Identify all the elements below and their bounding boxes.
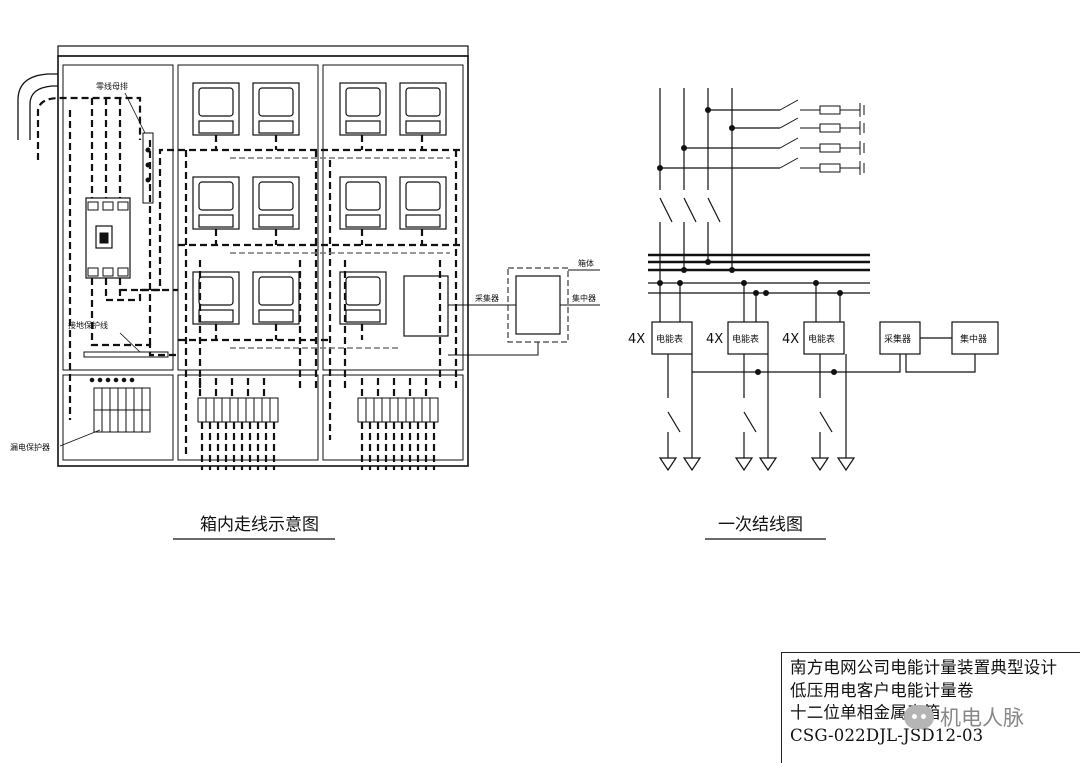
label-collector: 采集器 <box>475 293 499 303</box>
wiring-diagram: 零线母排 接地保护线 漏电保护器 采集器 箱体 集中器 箱内走线示意图 <box>10 45 600 540</box>
label-ground-wire: 接地保护线 <box>68 320 108 330</box>
ground-bar <box>83 351 169 358</box>
chat-bubble-icon <box>904 705 934 729</box>
box-outline <box>57 55 469 467</box>
meter-box-2 <box>727 321 769 355</box>
meters <box>192 82 447 325</box>
left-diagram-title: 箱内走线示意图 <box>200 515 319 535</box>
title-line-4: CSG-022DJL-JSD12-03 <box>790 725 984 745</box>
label-neutral-bar: 零线母排 <box>96 81 128 91</box>
title-line-3: 十二位单相金属表箱 <box>790 703 941 722</box>
watermark: 机电人脉 <box>904 700 1064 734</box>
main-breaker <box>85 197 131 279</box>
leakage-breakers <box>93 387 151 433</box>
load-arrows <box>658 457 856 472</box>
meter-label-2: 电能表 <box>732 333 759 345</box>
meter-prefix-3: 4X <box>782 332 799 347</box>
collector-label: 采集器 <box>884 333 911 345</box>
box-lid <box>57 45 469 57</box>
watermark-text: 机电人脉 <box>940 706 1024 730</box>
collector-module <box>403 275 449 337</box>
label-concentrator: 集中器 <box>572 293 596 303</box>
meter-prefix-1: 4X <box>628 332 645 347</box>
meter-box-3 <box>803 321 845 355</box>
label-box-body: 箱体 <box>578 258 594 268</box>
meter-box-1 <box>651 321 693 355</box>
single-line-diagram: 4X 4X 4X 电能表 电能表 电能表 采集器 集中器 一次结线图 <box>628 88 999 540</box>
title-line-2: 低压用电客户电能计量卷 <box>790 680 974 700</box>
title-line-1: 南方电网公司电能计量装置典型设计 <box>790 658 1058 677</box>
incoming-cable <box>17 73 58 140</box>
meter-prefix-2: 4X <box>706 332 723 347</box>
concentrator-label: 集中器 <box>960 333 987 345</box>
neutral-bar <box>142 132 154 204</box>
title-block: 南方电网公司电能计量装置典型设计 低压用电客户电能计量卷 十二位单相金属表箱 C… <box>781 652 1080 763</box>
label-leakage-protector: 漏电保护器 <box>10 442 50 452</box>
right-diagram-title: 一次结线图 <box>718 515 803 535</box>
meter-label-3: 电能表 <box>808 333 835 345</box>
external-enclosure <box>507 267 569 343</box>
meter-label-1: 电能表 <box>656 333 683 345</box>
